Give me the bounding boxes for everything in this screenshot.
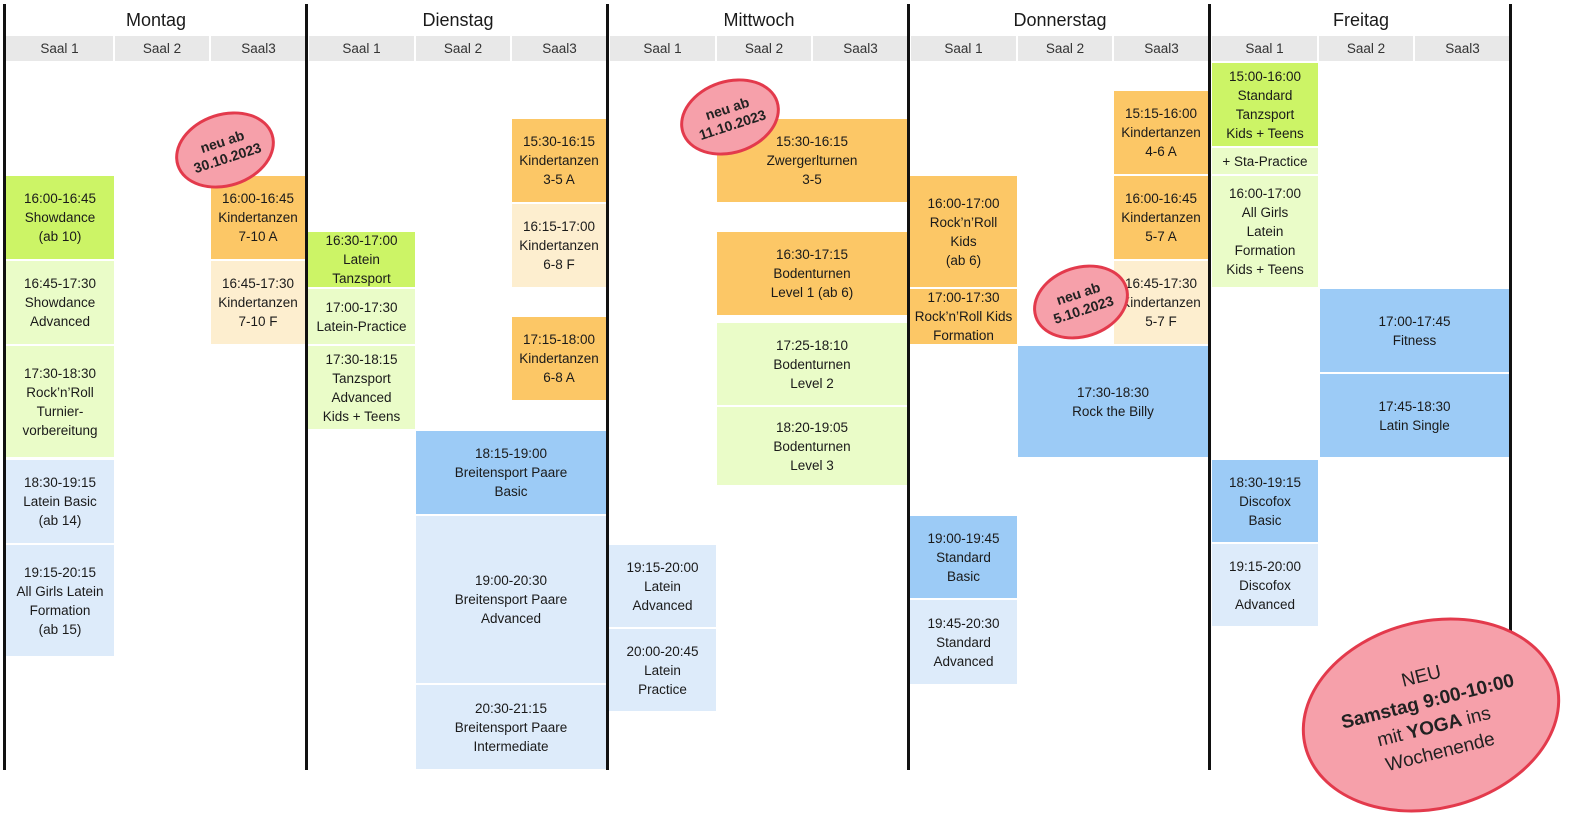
room-header-mi-saal2: Saal 2 [717,36,811,61]
class-card[interactable]: 16:45-17:30 Kindertanzen 5-7 F [1114,261,1208,344]
class-card[interactable]: 17:15-18:00 Kindertanzen 6-8 A [512,317,606,400]
class-card[interactable]: 19:15-20:00 Discofox Advanced [1212,544,1318,626]
yoga-notice: NEU Samstag 9:00-10:00 mit YOGA ins Woch… [1280,591,1582,839]
class-card[interactable]: 20:30-21:15 Breitensport Paare Intermedi… [416,685,606,769]
day-separator [907,4,910,770]
class-card[interactable]: 15:00-16:00 Standard Tanzsport Kids + Te… [1212,63,1318,146]
class-card[interactable]: 18:30-19:15 Discofox Basic [1212,460,1318,542]
class-card[interactable]: 17:45-18:30 Latin Single [1320,374,1509,457]
class-card[interactable]: 17:30-18:30 Rock the Billy [1018,346,1208,457]
class-card[interactable]: 16:00-17:00 All Girls Latein Formation K… [1212,176,1318,287]
room-header-fr-saal3: Saal3 [1415,36,1510,61]
class-card[interactable]: 16:00-16:45 Kindertanzen 7-10 A [211,176,305,259]
class-card[interactable]: 18:15-19:00 Breitensport Paare Basic [416,431,606,514]
class-card[interactable]: 17:25-18:10 Bodenturnen Level 2 [717,323,907,405]
room-header-mo-saal2: Saal 2 [115,36,209,61]
room-header-do-saal1: Saal 1 [911,36,1016,61]
class-card[interactable]: 19:00-19:45 Standard Basic [910,516,1017,598]
class-card[interactable]: 17:00-17:30 Rock’n’Roll Kids Formation [910,289,1017,344]
room-header-mo-saal1: Saal 1 [6,36,113,61]
day-separator [305,4,308,770]
room-header-mi-saal3: Saal3 [813,36,908,61]
room-header-di-saal3: Saal3 [512,36,607,61]
day-separator [606,4,609,770]
class-card[interactable]: + Sta-Practice [1212,148,1318,174]
day-separator [1208,4,1211,770]
class-card[interactable]: 18:20-19:05 Bodenturnen Level 3 [717,407,907,485]
room-header-mi-saal1: Saal 1 [610,36,715,61]
room-header-di-saal2: Saal 2 [416,36,510,61]
room-header-mo-saal3: Saal3 [211,36,306,61]
class-card[interactable]: 17:00-17:30 Latein-Practice [308,289,415,344]
day-separator [1509,4,1512,632]
day-header-freitag: Freitag [1332,10,1390,30]
room-header-di-saal1: Saal 1 [309,36,414,61]
class-card[interactable]: 17:30-18:30 Rock’n’Roll Turnier- vorbere… [6,346,114,457]
class-card[interactable]: 16:30-17:00 Latein Tanzsport [308,232,415,287]
class-card[interactable]: 19:15-20:15 All Girls Latein Formation (… [6,545,114,656]
class-card[interactable]: 19:15-20:00 Latein Advanced [609,545,716,627]
class-card[interactable]: 16:00-17:00 Rock’n’Roll Kids (ab 6) [910,176,1017,287]
class-card[interactable]: 20:00-20:45 Latein Practice [609,629,716,711]
day-header-dienstag: Dienstag [422,10,494,30]
day-header-mittwoch: Mittwoch [723,10,795,30]
class-card[interactable]: 17:30-18:15 Tanzsport Advanced Kids + Te… [308,346,415,429]
class-card[interactable]: 19:45-20:30 Standard Advanced [910,600,1017,684]
class-card[interactable]: 17:00-17:45 Fitness [1320,289,1509,372]
day-header-montag: Montag [125,10,187,30]
room-header-fr-saal1: Saal 1 [1212,36,1317,61]
class-card[interactable]: 15:30-16:15 Zwergerlturnen 3-5 [717,119,907,202]
class-card[interactable]: 16:45-17:30 Kindertanzen 7-10 F [211,261,305,344]
class-card[interactable]: 18:30-19:15 Latein Basic (ab 14) [6,460,114,543]
class-card[interactable]: 19:00-20:30 Breitensport Paare Advanced [416,516,606,683]
room-header-fr-saal2: Saal 2 [1319,36,1413,61]
room-header-do-saal3: Saal3 [1114,36,1209,61]
class-card[interactable]: 15:15-16:00 Kindertanzen 4-6 A [1114,91,1208,174]
class-card[interactable]: 16:00-16:45 Kindertanzen 5-7 A [1114,176,1208,259]
class-card[interactable]: 15:30-16:15 Kindertanzen 3-5 A [512,119,606,202]
class-card[interactable]: 16:30-17:15 Bodenturnen Level 1 (ab 6) [717,232,907,315]
room-header-do-saal2: Saal 2 [1018,36,1112,61]
class-card[interactable]: 16:00-16:45 Showdance (ab 10) [6,176,114,259]
class-card[interactable]: 16:45-17:30 Showdance Advanced [6,261,114,344]
day-header-donnerstag: Donnerstag [1013,10,1107,30]
day-separator [3,4,6,770]
class-card[interactable]: 16:15-17:00 Kindertanzen 6-8 F [512,204,606,287]
